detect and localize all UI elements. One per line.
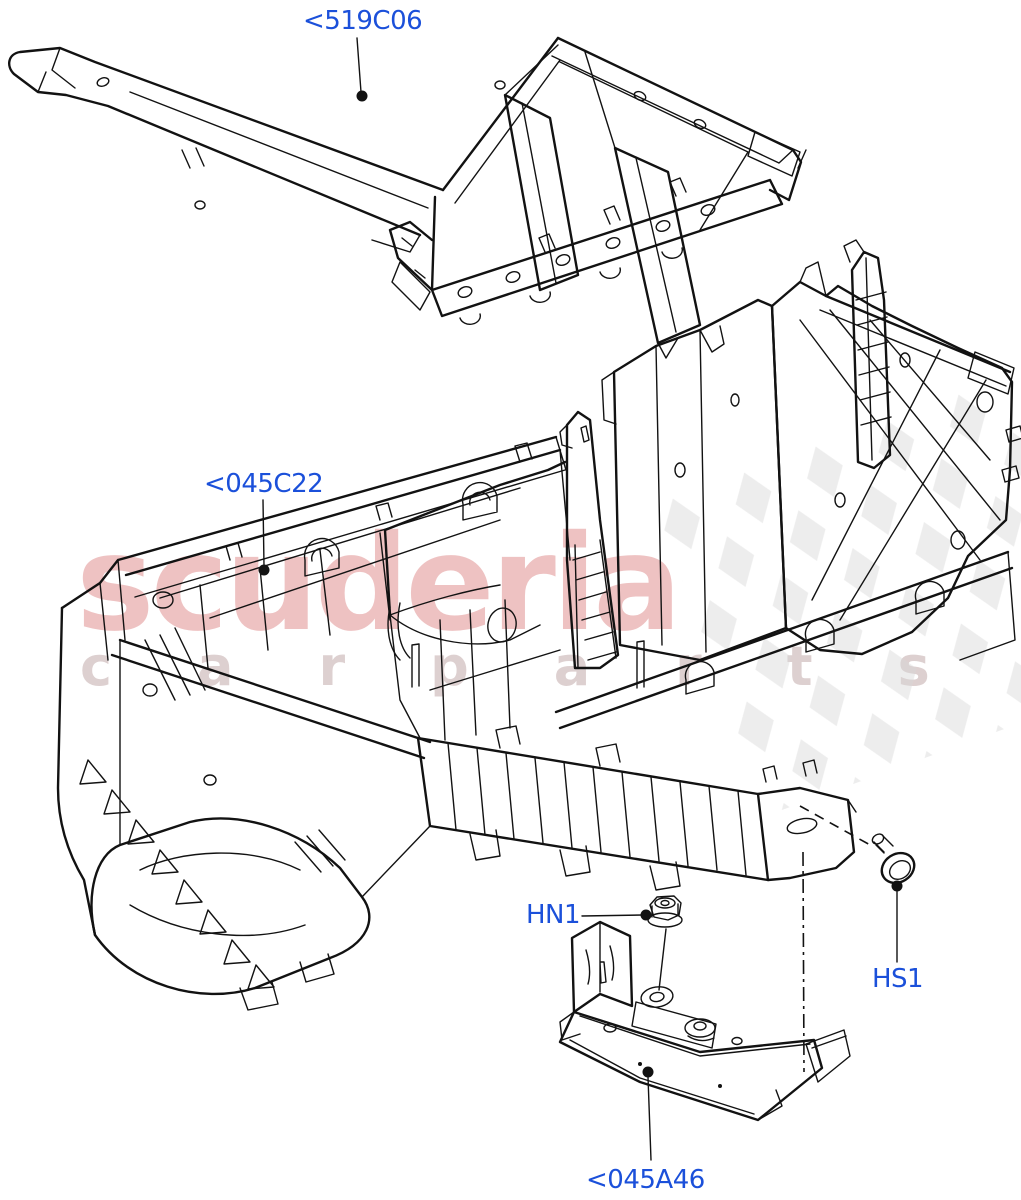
hex-nut-drawing: [647, 895, 683, 991]
part-label-519C06[interactable]: <519C06: [303, 6, 423, 36]
part-label-HS1[interactable]: HS1: [872, 964, 924, 994]
bracket-drawing: [558, 920, 851, 1122]
leader-lines: [258, 37, 903, 1161]
top-frame-drawing: [8, 36, 807, 359]
watermark-flag: [655, 371, 1021, 816]
assembly-dashed-line: [799, 805, 873, 847]
console-frame-drawing: [56, 239, 1021, 1011]
screw-drawing: [871, 833, 916, 885]
part-label-045A46[interactable]: <045A46: [586, 1165, 705, 1195]
part-label-HN1[interactable]: HN1: [526, 900, 581, 930]
assembly-centerline: [802, 851, 805, 1073]
part-label-045C22[interactable]: <045C22: [204, 469, 324, 499]
